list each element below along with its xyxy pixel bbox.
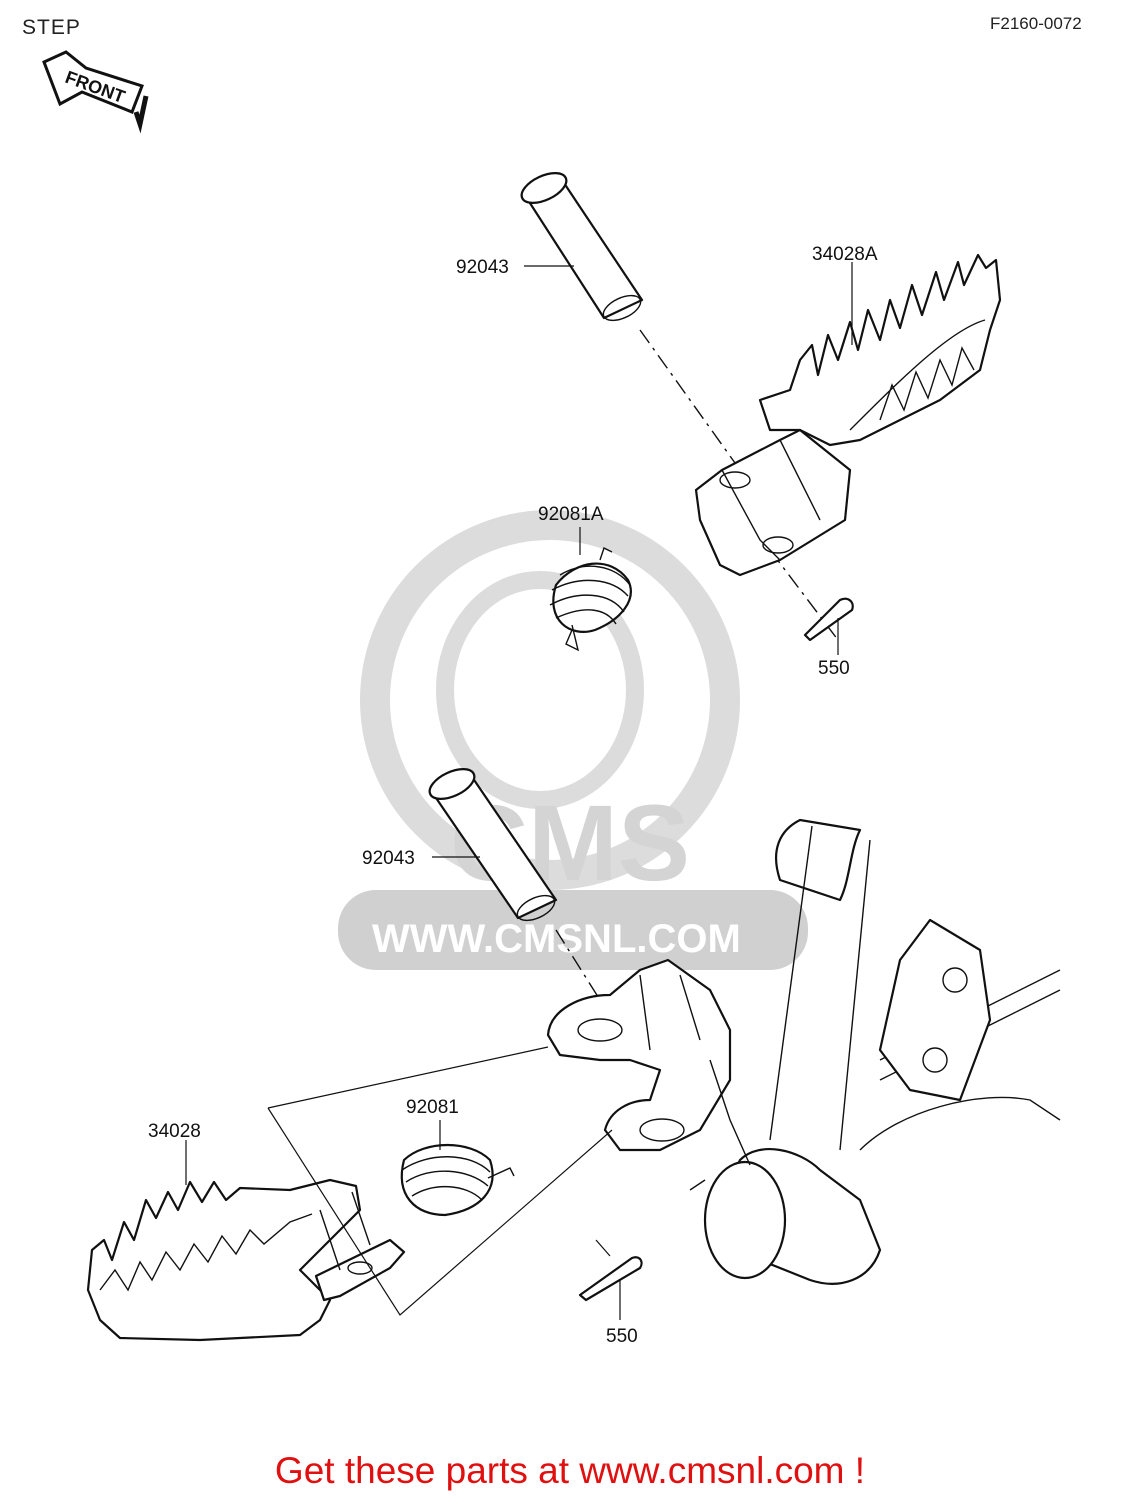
pivot-pin-lower (428, 768, 601, 1001)
watermark-url: WWW.CMSNL.COM (372, 917, 741, 961)
assembly-lines (267, 1046, 613, 1316)
footpeg-lower (86, 1140, 406, 1342)
part-label-92081A: 92081A (538, 504, 604, 525)
part-label-92081: 92081 (406, 1097, 459, 1118)
diagram-code: F2160-0072 (990, 14, 1082, 33)
frame-tubes (689, 818, 1061, 1285)
diagram-title: STEP (22, 16, 81, 39)
part-label-550-upper: 550 (818, 658, 850, 679)
footpeg-upper (694, 253, 1002, 577)
spring-lower (400, 1120, 515, 1217)
cotter-pin-upper (803, 597, 854, 655)
part-label-34028A: 34028A (812, 244, 878, 265)
front-arrow-icon: FRONT (42, 50, 149, 134)
cotter-pin-lower (578, 1256, 643, 1320)
part-label-550-lower: 550 (606, 1326, 638, 1347)
part-label-34028: 34028 (148, 1121, 201, 1142)
part-label-92043-lower: 92043 (362, 848, 415, 869)
part-label-92043-upper: 92043 (456, 257, 509, 278)
footpeg-bracket-lower (546, 958, 751, 1166)
spring-upper (549, 527, 632, 652)
footer-cta-link[interactable]: Get these parts at www.cmsnl.com ! (274, 1450, 866, 1491)
